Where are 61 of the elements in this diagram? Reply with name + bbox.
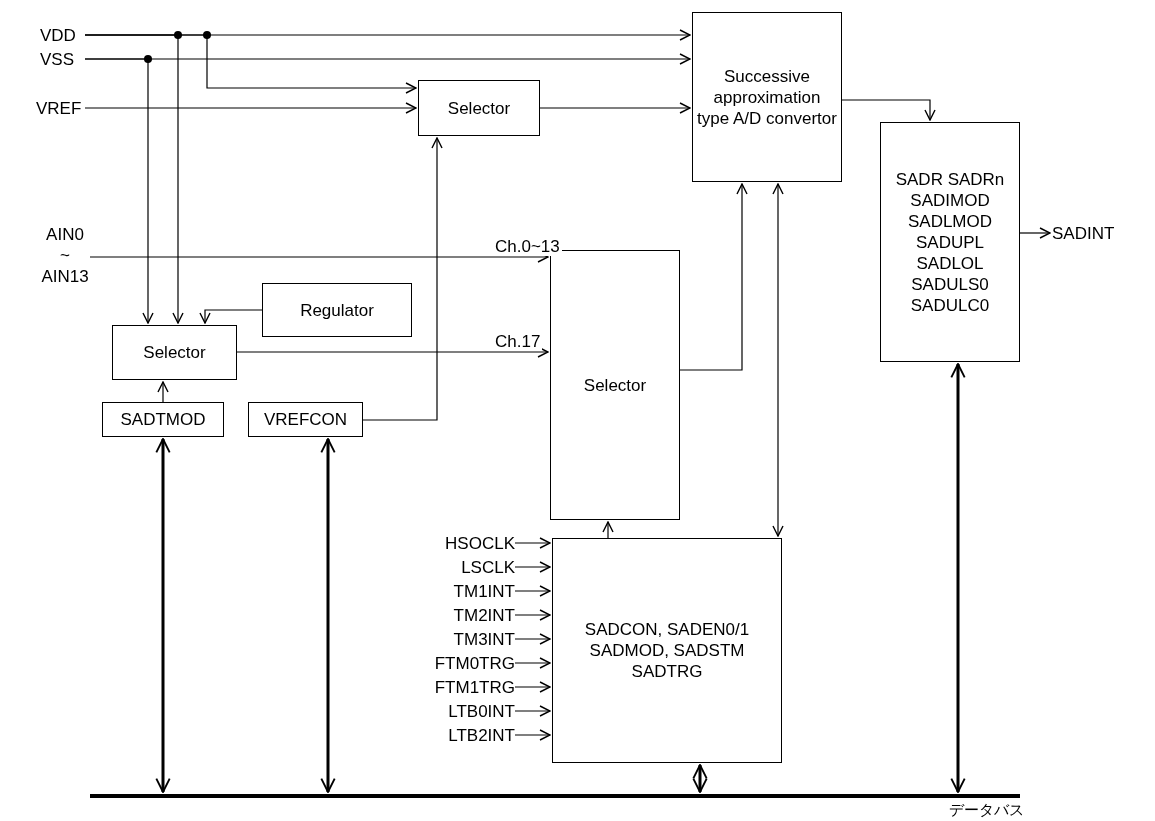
arrow bbox=[539, 102, 691, 114]
bus-label: データバス bbox=[949, 800, 1024, 819]
block-box bbox=[102, 402, 224, 437]
block-box bbox=[880, 122, 1020, 362]
edge-label: Ch.0~13 bbox=[493, 238, 562, 256]
arrow bbox=[84, 34, 184, 324]
signal-name: TM2INT bbox=[395, 604, 515, 626]
signal-name: LTB2INT bbox=[395, 724, 515, 746]
block-box bbox=[262, 283, 412, 337]
arrow bbox=[514, 537, 551, 549]
signal-name: HSOCLK bbox=[395, 532, 515, 554]
arrow bbox=[84, 102, 417, 114]
signal-name: VDD bbox=[40, 25, 85, 45]
block-box bbox=[692, 12, 842, 182]
block-label: SADTMOD bbox=[119, 409, 207, 430]
edge-label: Ch.17 bbox=[493, 333, 543, 351]
arrow bbox=[772, 183, 784, 537]
arrow bbox=[84, 58, 154, 324]
arrow bbox=[841, 99, 936, 121]
signal-name: VREF bbox=[36, 98, 85, 118]
bus-arrow bbox=[320, 438, 336, 793]
block-box bbox=[418, 80, 540, 136]
block-label: Successive approximation type A/D convertor bbox=[697, 65, 837, 129]
arrow bbox=[199, 309, 263, 324]
bus-arrow bbox=[692, 764, 708, 793]
signal-name: VSS bbox=[40, 49, 85, 69]
signal-name: AIN0 ~ AIN13 bbox=[40, 224, 90, 290]
arrow bbox=[514, 705, 551, 717]
block-box bbox=[112, 325, 237, 380]
signal-name: LSCLK bbox=[395, 556, 515, 578]
block-label: Selector bbox=[142, 342, 207, 363]
signal-name: FTM1TRG bbox=[395, 676, 515, 698]
arrow bbox=[514, 561, 551, 573]
arrow bbox=[514, 729, 551, 741]
arrow bbox=[514, 585, 551, 597]
block-label: Regulator bbox=[299, 299, 375, 321]
block-label: VREFCON bbox=[262, 409, 349, 430]
arrow bbox=[679, 183, 748, 371]
arrow bbox=[514, 609, 551, 621]
signal-name: TM3INT bbox=[395, 628, 515, 650]
block-label: Selector bbox=[582, 374, 648, 396]
block-box bbox=[552, 538, 782, 763]
arrow bbox=[157, 381, 169, 403]
block-label: SADR SADRn SADIMOD SADLMOD SADUPL SADLOL SADULS0 SADULC0 bbox=[894, 168, 1006, 316]
bus-arrow bbox=[950, 363, 966, 793]
block-box bbox=[248, 402, 363, 437]
arrow bbox=[514, 657, 551, 669]
arrow bbox=[602, 521, 614, 539]
signal-name: FTM0TRG bbox=[395, 652, 515, 674]
signal-name: SADINT bbox=[1052, 222, 1132, 244]
arrow bbox=[1019, 227, 1051, 239]
signal-name: TM1INT bbox=[395, 580, 515, 602]
signal-name: LTB0INT bbox=[395, 700, 515, 722]
arrow bbox=[362, 137, 443, 421]
arrow bbox=[514, 681, 551, 693]
bus-arrow bbox=[155, 438, 171, 793]
arrow bbox=[514, 633, 551, 645]
arrow bbox=[236, 346, 549, 358]
block-label: Selector bbox=[446, 97, 512, 119]
block-box bbox=[550, 250, 680, 520]
block-label: SADCON, SADEN0/1 SADMOD, SADSTM SADTRG bbox=[583, 619, 751, 682]
